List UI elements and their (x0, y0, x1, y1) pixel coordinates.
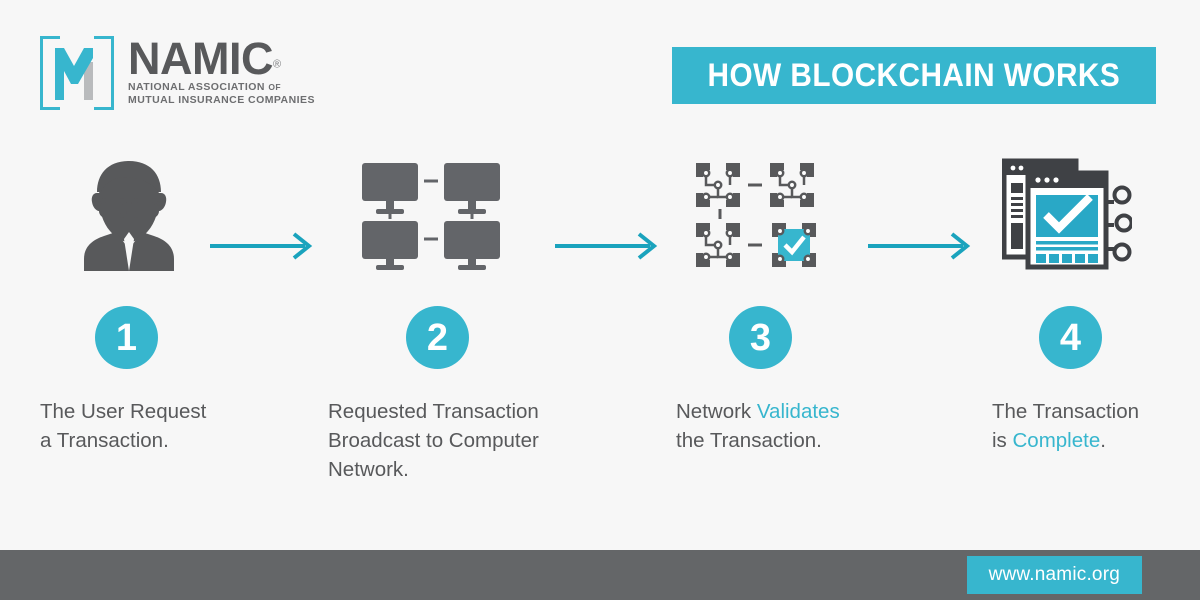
step-4-icon-wrap (992, 150, 1200, 280)
step-2-icon-wrap (328, 150, 598, 280)
step-3-icon-wrap (676, 150, 946, 280)
monitor-top-right (444, 163, 500, 214)
logo-right-bracket-icon (94, 36, 114, 110)
arrow-step1-to-step2 (208, 230, 318, 262)
logo-left-bracket-icon (40, 36, 60, 110)
step-4-caption: The Transaction is Complete. (992, 397, 1200, 455)
step-1-number-badge: 1 (95, 306, 158, 369)
step-2-number-badge: 2 (406, 306, 469, 369)
step-2-caption: Requested Transaction Broadcast to Compu… (328, 397, 598, 484)
step-3-caption-line-2: the Transaction. (676, 429, 822, 453)
documents-approved-icon (1002, 158, 1132, 270)
block-network-validated-icon (694, 161, 816, 269)
step-4-caption-line-2: is Complete. (992, 426, 1200, 455)
step-4-caption-period: . (1100, 429, 1106, 453)
arrow-right-icon (210, 232, 313, 260)
monitor-top-left (362, 163, 418, 214)
block-connector-lines (718, 183, 762, 247)
step-1-caption-line-2: a Transaction. (40, 429, 169, 453)
header: NAMIC® NATIONAL ASSOCIATION OF MUTUAL IN… (0, 0, 1200, 140)
step-4-caption-complete: Complete (1012, 429, 1101, 453)
title-banner: HOW BLOCKCHAIN WORKS (672, 47, 1156, 104)
logo-subtitle-line-1: NATIONAL ASSOCIATION OF (128, 81, 315, 94)
step-3-caption-line-1: Network Validates (676, 397, 946, 426)
front-document (1025, 170, 1109, 270)
step-1-icon-wrap (40, 150, 310, 280)
arrow-step3-to-step4 (866, 230, 976, 262)
logo-registered-mark: ® (272, 58, 282, 71)
footer-bar: www.namic.org (0, 550, 1200, 600)
page-title: HOW BLOCKCHAIN WORKS (707, 57, 1121, 93)
step-1-caption-line-1: The User Request (40, 400, 207, 423)
step-2-caption-line-3: Network. (328, 458, 409, 482)
logo-brand-name: NAMIC (128, 33, 273, 85)
front-document-swatches (1036, 254, 1098, 263)
step-2-caption-line-2: Broadcast to Computer (328, 429, 539, 453)
step-1: 1 The User Request a Transaction. (40, 150, 310, 455)
network-nodes (1104, 185, 1132, 262)
step-3-number-badge: 3 (729, 306, 792, 369)
logo-subtitle-line-2: MUTUAL INSURANCE COMPANIES (128, 94, 315, 107)
step-4-caption-is: is (992, 429, 1013, 453)
step-4-caption-line-1: The Transaction (992, 400, 1139, 423)
block-node-top-left (694, 161, 742, 209)
namic-logo-mark-icon (40, 36, 114, 110)
logo-subtitle-association: NATIONAL ASSOCIATION (128, 80, 265, 93)
arrow-right-icon (555, 232, 658, 260)
namic-logo-text: NAMIC® NATIONAL ASSOCIATION OF MUTUAL IN… (128, 33, 315, 108)
network-connector-lines (424, 179, 438, 241)
website-url-badge[interactable]: www.namic.org (966, 556, 1142, 594)
arrow-step2-to-step3 (553, 230, 663, 262)
arrow-right-icon (868, 232, 971, 260)
step-3-caption: Network Validates the Transaction. (676, 397, 946, 455)
monitor-bottom-right (444, 221, 500, 270)
person-with-glasses-icon (84, 161, 174, 271)
logo-m-letter-icon (55, 48, 93, 100)
block-node-top-right (768, 161, 816, 209)
monitor-bottom-left (362, 221, 418, 270)
step-4-number-badge: 4 (1039, 306, 1102, 369)
step-2-caption-line-1: Requested Transaction (328, 400, 539, 423)
block-node-bottom-left (694, 221, 742, 269)
block-node-bottom-right-validated (772, 223, 816, 267)
step-3-caption-network: Network (676, 400, 757, 423)
step-2: 2 Requested Transaction Broadcast to Com… (328, 150, 598, 484)
step-1-caption: The User Request a Transaction. (40, 397, 310, 455)
steps-row: 1 The User Request a Transaction. (0, 150, 1200, 540)
step-3: 3 Network Validates the Transaction. (676, 150, 946, 455)
step-4: 4 The Transaction is Complete. (992, 150, 1200, 455)
logo-subtitle-of: OF (268, 81, 282, 92)
step-3-caption-validates: Validates (756, 400, 840, 423)
computer-network-icon (362, 163, 500, 270)
namic-logo: NAMIC® NATIONAL ASSOCIATION OF MUTUAL IN… (40, 36, 315, 110)
